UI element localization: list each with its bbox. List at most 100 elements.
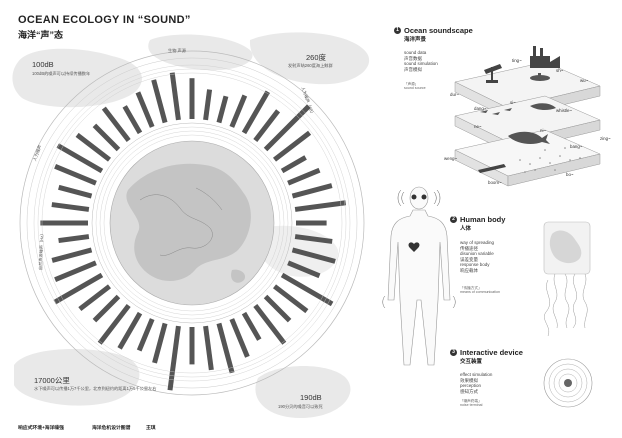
- page-subtitle: 海洋“声”态: [18, 30, 64, 40]
- section-1-items: sound data 声音数据 sound simulation 声音模拟: [404, 50, 438, 72]
- callout-100db-value: 100dB: [32, 60, 54, 69]
- outer-ring-2: [26, 57, 358, 389]
- dial-bar: [263, 294, 292, 323]
- dial-bar: [253, 109, 281, 143]
- blob-bottom-left: [14, 348, 140, 406]
- dial-bar: [136, 318, 155, 352]
- section-2-item: way of spreading: [460, 240, 495, 245]
- ring-label-bio: 生物 声源: [168, 48, 186, 53]
- callout-190db-value: 190dB: [300, 393, 322, 402]
- sound-word-si: si~: [510, 100, 516, 105]
- section-2-item: response body: [460, 262, 490, 267]
- dial-bar: [53, 272, 104, 305]
- sound-word-whistle: whistle~: [556, 108, 572, 113]
- dial-bar: [291, 183, 333, 199]
- dial-bar: [92, 123, 121, 152]
- oil-pump-icon: [484, 64, 502, 83]
- footer-title: 海洋危机设计图谱: [92, 426, 131, 431]
- bar-ring: [33, 64, 351, 391]
- guide-ring: [37, 68, 347, 378]
- section-2-item: disunion variable: [460, 251, 494, 256]
- dial-bar: [56, 143, 104, 174]
- section-3-title: Interactive device: [460, 348, 523, 357]
- dial-bar: [294, 234, 333, 244]
- submarine-icon-2: [478, 164, 506, 173]
- guide-ring: [41, 72, 343, 374]
- dial-bar: [287, 260, 321, 279]
- heart-icon: [408, 242, 420, 252]
- sound-word-dang: dang~: [474, 106, 487, 111]
- dial-bar: [216, 322, 235, 374]
- device-panel-texture: [549, 230, 582, 264]
- section-3-item: perception: [460, 383, 482, 388]
- section-1-tag: 「声源」 sound source: [404, 82, 426, 90]
- guide-ring: [33, 64, 351, 382]
- sound-word-ting: ting~: [512, 58, 522, 63]
- section-1-title-zh: 海洋声景: [404, 37, 427, 43]
- human-body-icon: [387, 186, 451, 366]
- section-3-number: 3: [450, 349, 457, 356]
- section-2-item: 误差变量: [460, 256, 478, 262]
- map-island: [231, 269, 246, 283]
- dial-bar: [203, 89, 213, 121]
- section-2-item: 传播途径: [460, 245, 478, 251]
- sound-word-bo: bo~: [566, 172, 574, 177]
- sound-word-boom: boom~: [488, 180, 502, 185]
- dial-bar: [58, 184, 93, 199]
- map-landmass: [126, 163, 251, 282]
- sediment-dots: [519, 147, 581, 173]
- sound-word-bang: bang~: [570, 144, 583, 149]
- inner-track-3: [99, 130, 285, 316]
- dial-bar: [151, 79, 168, 124]
- section-2-tag-zh: 「传播方式」: [460, 286, 482, 290]
- dial-bar: [280, 155, 307, 174]
- section-2-number: 2: [450, 216, 457, 223]
- ocean-layer-bottom: [454, 129, 601, 187]
- section-2-tag-en: means of communication: [460, 290, 500, 294]
- dial-bar: [241, 311, 262, 341]
- section-1-number: 1: [394, 27, 401, 34]
- sound-word-wu: wu~: [580, 78, 589, 83]
- callout-100db-desc: 100dB的噪声可以持续传播数年: [32, 71, 91, 76]
- dial-bar: [101, 106, 131, 143]
- dial-bar: [75, 132, 112, 162]
- dial-bar: [117, 311, 143, 350]
- dial-bar: [263, 104, 311, 152]
- blob-bottom-right: [255, 366, 351, 418]
- speaker-disc-icon: [543, 358, 593, 408]
- sound-word-ni: ni~: [540, 128, 546, 133]
- dial-bar: [229, 318, 250, 358]
- dial-bar: [272, 130, 312, 162]
- section-3-item: 效果模拟: [460, 377, 478, 383]
- sound-word-zing: zing~: [600, 136, 611, 141]
- whale-icon: [508, 131, 550, 144]
- section-1-item: 声音模拟: [404, 66, 422, 72]
- dial-bar: [92, 294, 121, 323]
- dial-bar: [78, 284, 112, 312]
- dial-bar: [135, 91, 155, 128]
- section-2-item: 响应载体: [460, 267, 478, 273]
- inner-track-4: [103, 134, 281, 312]
- section-2-title: Human body: [460, 215, 506, 224]
- sound-waves-hands: [382, 295, 456, 309]
- blob-top-left: [12, 48, 142, 108]
- factory-icon: [530, 46, 560, 68]
- sound-word-weng: weng~: [444, 156, 458, 161]
- dial-bar: [253, 303, 287, 345]
- blob-top-mid: [148, 34, 253, 71]
- dial-bar: [51, 202, 90, 212]
- dial-bar: [58, 234, 90, 244]
- section-3-item: 感知方式: [460, 388, 478, 394]
- map-coastline: [139, 187, 223, 256]
- sound-word-ne: ne~: [474, 124, 482, 129]
- section-3-tag-en: noise terminal: [460, 403, 483, 407]
- section-2-items: way of spreading 传播途径 disunion variable …: [460, 240, 494, 273]
- sound-word-dur: dur~: [450, 92, 459, 97]
- dial-bar: [169, 72, 181, 121]
- dial-bar: [229, 94, 248, 128]
- section-2-title-zh: 人体: [460, 226, 472, 232]
- outer-ring: [19, 50, 365, 396]
- inner-track-1: [91, 122, 293, 324]
- section-1-item: sound simulation: [404, 61, 438, 66]
- section-3-items: effect simulation 效果模拟 perception 感知方式: [460, 372, 492, 394]
